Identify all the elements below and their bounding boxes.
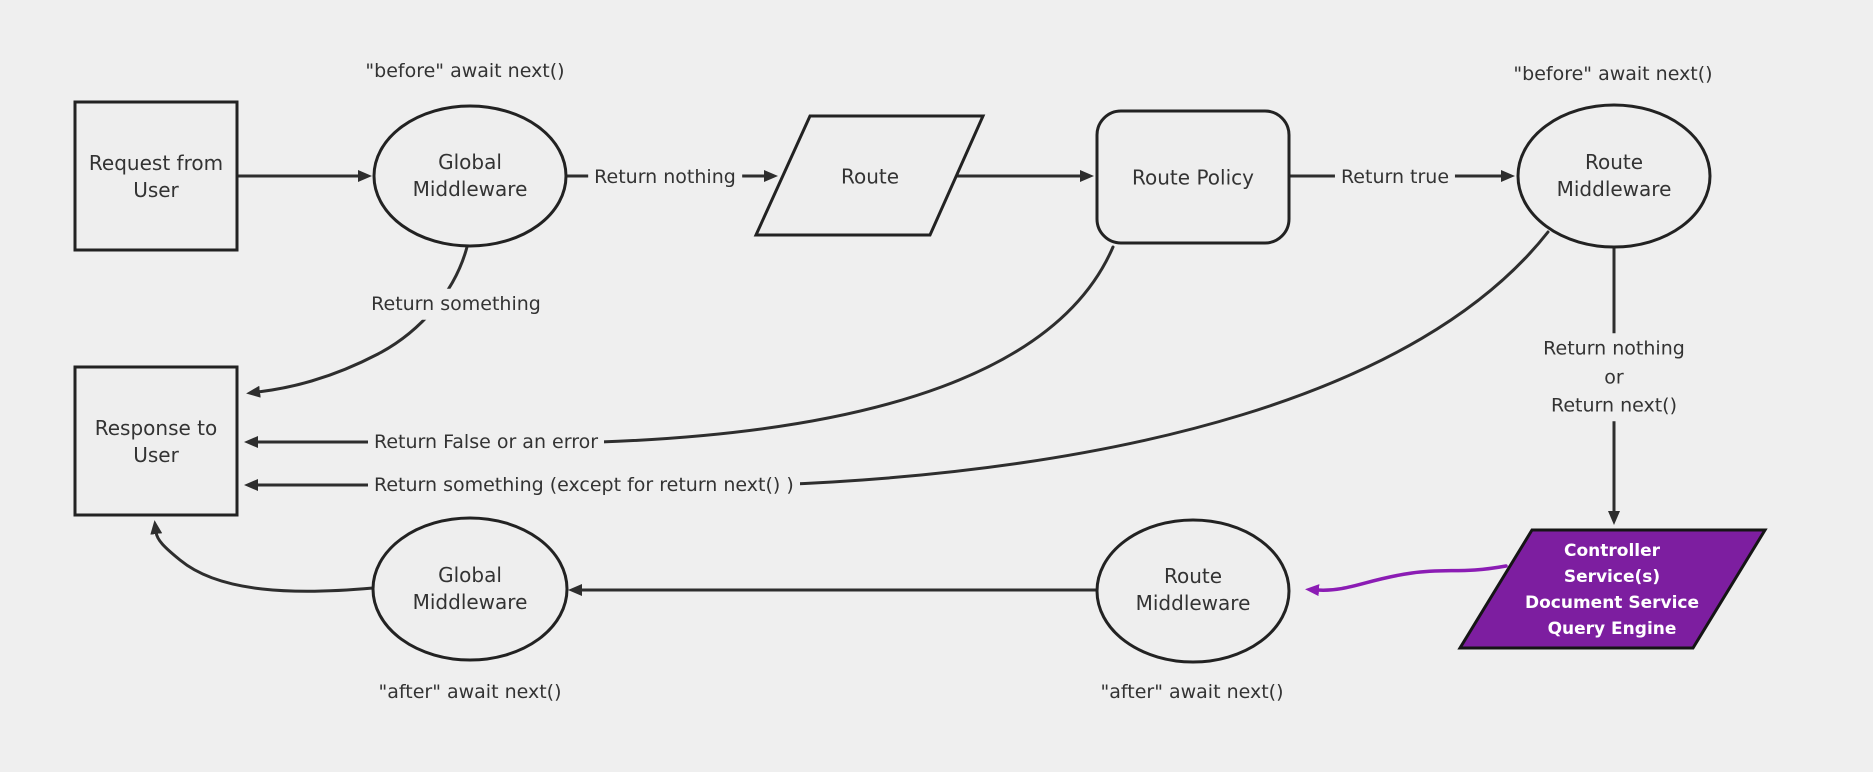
edge-global-middleware-to-response	[246, 245, 469, 398]
node-response-to-user	[73, 365, 239, 517]
node-global-middleware-bottom	[371, 516, 569, 662]
node-route-middleware-bottom	[1095, 518, 1291, 664]
node-route	[753, 114, 986, 237]
node-route-policy	[1095, 109, 1291, 245]
edge-controller-to-route-middleware-bottom	[1305, 564, 1508, 597]
node-global-middleware-top	[372, 104, 568, 248]
edge-global-middleware-bottom-to-response	[150, 520, 375, 593]
edge-route-policy-to-response	[244, 245, 1115, 448]
node-route-middleware-top	[1516, 103, 1712, 249]
node-request-from-user	[73, 100, 239, 252]
edge-route-middleware-to-response	[244, 230, 1550, 491]
node-controller-services	[1457, 528, 1768, 650]
